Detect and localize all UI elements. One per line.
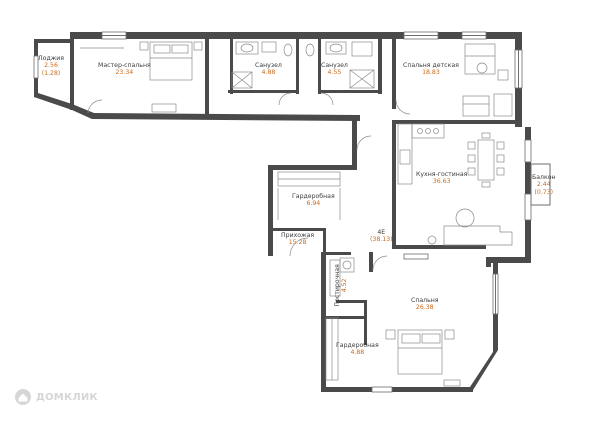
room-name: Кухня-гостиная	[416, 171, 468, 178]
room-area: 36.63	[432, 178, 451, 186]
room-area: 2.44	[536, 181, 551, 189]
unit-name: 4Е	[377, 229, 386, 236]
room-label-wardrobe-2: Гардеробная 4.88	[336, 342, 379, 357]
interior-walls	[205, 39, 516, 345]
room-label-bath-2: Санузел 4.55	[321, 62, 348, 77]
unit-area: (38.13)	[370, 236, 393, 244]
room-name: Санузел	[321, 62, 348, 69]
room-name: Спальня	[411, 297, 439, 304]
windows	[33, 31, 532, 393]
room-label-kitchen: Кухня-гостиная 36.63	[416, 171, 467, 186]
room-label-balcony: Балкон 2.44 (0.73)	[532, 174, 556, 196]
watermark-text: ДОМКЛИК	[36, 391, 98, 403]
furniture	[80, 41, 513, 387]
balcony	[530, 163, 551, 206]
room-area: 4.55	[327, 69, 342, 77]
room-area-alt: (0.73)	[534, 188, 554, 196]
room-name: Гардеробная	[292, 193, 335, 200]
room-name: Балкон	[532, 174, 556, 181]
house-logo-icon	[15, 389, 31, 405]
room-label-bath-1: Санузел 4.88	[255, 62, 282, 77]
room-label-wardrobe-1: Гардеробная 6.94	[292, 193, 335, 208]
room-area: 15.28	[288, 239, 307, 247]
room-label-loggia: Лоджия 2.56 (1.28)	[38, 55, 64, 77]
room-area: 4.88	[261, 69, 276, 77]
room-area: 23.34	[115, 69, 134, 77]
room-area: 4.52	[341, 278, 349, 293]
unit-label: 4Е (38.13)	[370, 229, 393, 244]
room-name: Лоджия	[38, 55, 65, 62]
room-area: 18.83	[422, 69, 440, 77]
room-name: Прихожая	[281, 232, 315, 239]
room-label-master-bedroom: Мастер-спальня 23.34	[98, 62, 151, 77]
room-label-bedroom: Спальня 26.38	[411, 297, 439, 312]
room-name: Мастер-спальня	[98, 62, 151, 69]
room-area: 6.94	[306, 200, 321, 208]
room-label-pantry: Постирочная 4.52	[334, 264, 349, 306]
watermark: ДОМКЛИК	[14, 388, 98, 406]
room-name: Постирочная	[333, 264, 341, 307]
outer-walls	[34, 32, 531, 392]
room-name: Спальня детская	[403, 62, 459, 69]
room-label-kids: Спальня детская 18.83	[403, 62, 459, 77]
room-label-hall: Прихожая 15.28	[281, 232, 314, 247]
room-area: 2.56	[44, 62, 58, 70]
room-name: Гардеробная	[336, 342, 379, 349]
room-area: 4.88	[350, 349, 365, 357]
room-name: Санузел	[255, 62, 282, 69]
room-area-alt: (1.28)	[41, 69, 61, 77]
room-area: 26.38	[415, 304, 434, 312]
